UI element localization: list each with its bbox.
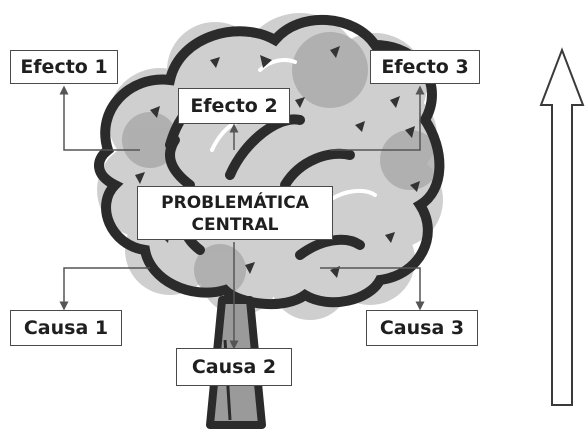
central-problem-box: PROBLEMÁTICA CENTRAL [137, 186, 333, 240]
central-problem-line-1: PROBLEMÁTICA [161, 192, 309, 213]
cause-3-box: Causa 3 [366, 310, 478, 346]
central-problem-line-2: CENTRAL [191, 214, 279, 235]
effect-1-box: Efecto 1 [10, 50, 118, 84]
cause-2-box: Causa 2 [176, 348, 292, 386]
cause-connectors [59, 242, 425, 350]
effect-2-box: Efecto 2 [178, 88, 290, 124]
effect-3-box: Efecto 3 [370, 50, 480, 84]
effect-connectors [59, 85, 425, 151]
upward-arrow-icon [539, 47, 585, 406]
cause-1-box: Causa 1 [10, 310, 122, 346]
tree-crown [94, 13, 445, 320]
